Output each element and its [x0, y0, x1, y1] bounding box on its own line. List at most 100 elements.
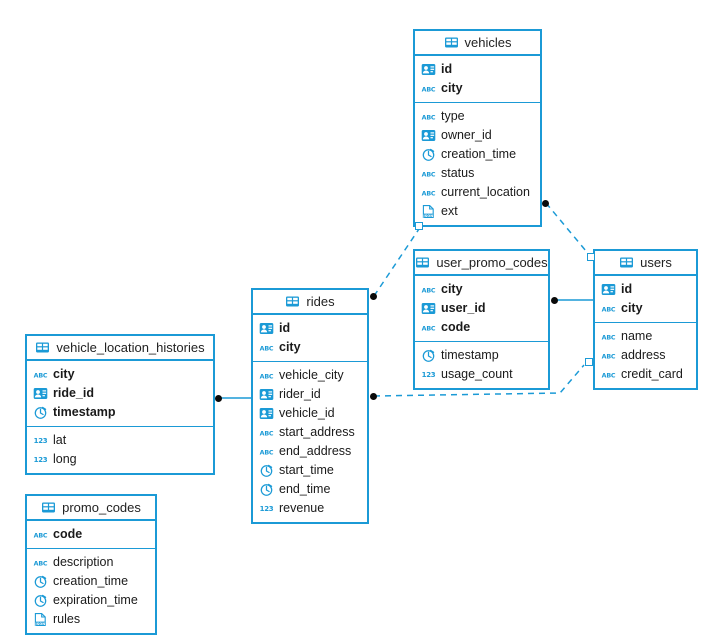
column-row[interactable]: id	[415, 60, 540, 79]
svg-text:123: 123	[34, 456, 48, 464]
column-name: city	[441, 81, 463, 96]
relationship-target-square-vehicles-to-users[interactable]	[587, 253, 595, 261]
svg-text:ABC: ABC	[422, 171, 436, 178]
table-header-rides[interactable]: rides	[253, 290, 367, 315]
table-grid-icon	[619, 255, 634, 270]
table-header-user_promo_codes[interactable]: user_promo_codes	[415, 251, 548, 276]
column-name: code	[53, 527, 83, 542]
table-name: users	[640, 255, 672, 270]
column-row[interactable]: ABC city	[415, 79, 540, 98]
123-number-icon: 123	[33, 452, 48, 467]
column-name: current_location	[441, 185, 530, 200]
relationship-source-dot-vehicle_location_histories-to-rides[interactable]	[215, 395, 222, 402]
column-row[interactable]: ABC current_location	[415, 183, 540, 202]
table-name: rides	[306, 294, 335, 309]
column-row[interactable]: rider_id	[253, 385, 367, 404]
table-grid-icon	[41, 500, 56, 515]
column-row[interactable]: owner_id	[415, 126, 540, 145]
column-name: status	[441, 166, 475, 181]
relationship-source-dot-rides-to-users[interactable]	[370, 393, 377, 400]
column-row[interactable]: vehicle_id	[253, 404, 367, 423]
table-header-promo_codes[interactable]: promo_codes	[27, 496, 155, 521]
column-name: usage_count	[441, 367, 513, 382]
column-name: start_time	[279, 463, 334, 478]
column-row[interactable]: start_time	[253, 461, 367, 480]
svg-text:ABC: ABC	[602, 306, 616, 313]
clock-timestamp-icon	[33, 593, 48, 608]
relationship-source-dot-rides-to-vehicles[interactable]	[370, 293, 377, 300]
column-row[interactable]: expiration_time	[27, 591, 155, 610]
table-header-users[interactable]: users	[595, 251, 696, 276]
svg-text:ABC: ABC	[422, 114, 436, 121]
column-name: rules	[53, 612, 81, 627]
json-document-icon: JSON	[33, 612, 48, 627]
relationship-edge-vehicles-to-users[interactable]	[545, 202, 592, 258]
column-row[interactable]: ABC status	[415, 164, 540, 183]
abc-string-icon: ABC	[601, 329, 616, 344]
abc-string-icon: ABC	[421, 185, 436, 200]
relationship-target-square-rides-to-users[interactable]	[585, 358, 593, 366]
clock-timestamp-icon	[259, 482, 274, 497]
column-row[interactable]: ABC code	[27, 525, 155, 544]
svg-text:ABC: ABC	[422, 86, 436, 93]
primary-key-group: ABC code	[27, 521, 155, 548]
svg-text:123: 123	[260, 505, 274, 513]
abc-string-icon: ABC	[421, 166, 436, 181]
table-header-vehicles[interactable]: vehicles	[415, 31, 540, 56]
column-row[interactable]: JSON rules	[27, 610, 155, 629]
relationship-source-dot-user_promo_codes-to-users[interactable]	[551, 297, 558, 304]
column-row[interactable]: ride_id	[27, 384, 213, 403]
column-name: ride_id	[53, 386, 94, 401]
column-row[interactable]: timestamp	[415, 346, 548, 365]
svg-text:JSON: JSON	[422, 214, 433, 218]
column-row[interactable]: creation_time	[27, 572, 155, 591]
column-row[interactable]: id	[253, 319, 367, 338]
table-header-vehicle_location_histories[interactable]: vehicle_location_histories	[27, 336, 213, 361]
column-row[interactable]: timestamp	[27, 403, 213, 422]
svg-text:ABC: ABC	[34, 532, 48, 539]
column-name: creation_time	[53, 574, 129, 589]
uuid-person-card-icon	[259, 406, 274, 421]
column-row[interactable]: end_time	[253, 480, 367, 499]
column-row[interactable]: creation_time	[415, 145, 540, 164]
relationship-source-dot-vehicles-to-users[interactable]	[542, 200, 549, 207]
column-name: id	[621, 282, 633, 297]
clock-timestamp-icon	[259, 463, 274, 478]
relationship-target-square-rides-to-vehicles[interactable]	[415, 222, 423, 230]
column-row[interactable]: user_id	[415, 299, 548, 318]
uuid-person-card-icon	[259, 387, 274, 402]
column-row[interactable]: id	[595, 280, 696, 299]
svg-text:ABC: ABC	[260, 345, 274, 352]
svg-text:ABC: ABC	[260, 449, 274, 456]
